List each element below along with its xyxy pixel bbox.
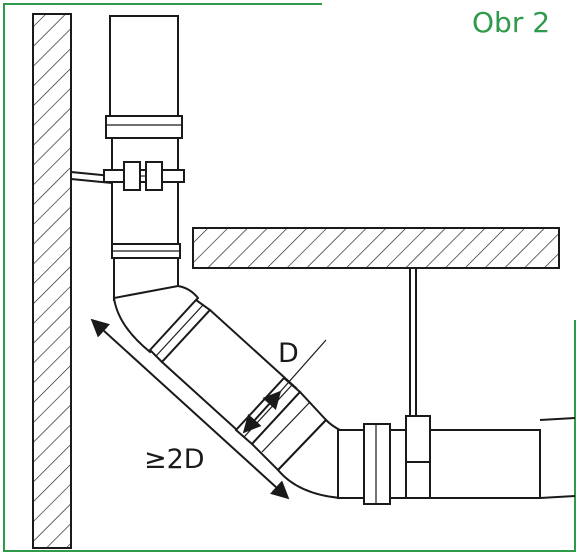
diameter-dimension [242, 339, 327, 434]
horizontal-pipe [337, 417, 576, 505]
ceiling-hanger [405, 268, 431, 499]
diameter-label: D [278, 338, 299, 369]
figure-frame [3, 3, 576, 552]
ceiling-slab [192, 227, 560, 269]
offset-dimension [90, 318, 290, 500]
wall-pipe-clamp [70, 161, 185, 191]
figure-label: Obr 2 [472, 6, 550, 39]
wall [32, 13, 72, 549]
offset-label: ≥2D [144, 444, 205, 475]
vertical-pipe [105, 15, 183, 302]
